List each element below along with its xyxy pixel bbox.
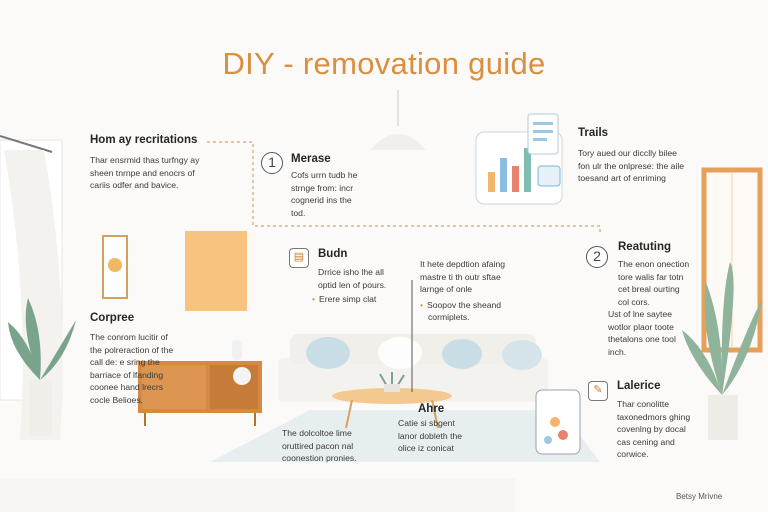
bullet-item: •Soopov the sheand [420,299,502,310]
section-heading: Corpree [90,312,135,324]
section-text: Tory aued our dicclly bilee fon ulr the … [578,148,685,183]
section-heading: Hom ay recritations [90,134,198,146]
wall-frame-art [108,258,122,272]
phone-dot [558,430,568,440]
phone-dot [550,417,560,427]
coffee-table-top [332,388,452,404]
section-heading: Lalerice [617,380,661,392]
section-text: It hete depdtion afaing mastre ti th out… [420,259,506,294]
plant-right [682,262,762,395]
dashed-connector [207,141,601,232]
rug [210,410,600,462]
bullet-item: •Erere simp clat [312,294,377,304]
section-step2: Reatuting The enon onection tore walis f… [618,241,718,308]
section-text: Cofs urrn tudb he strnge from: incr cogn… [291,170,358,218]
bullet-dot-icon: • [312,294,316,304]
section-heading: Merase [291,153,331,165]
doc-row [533,138,547,141]
cushion-blue-2 [442,339,482,369]
step-number-1: 1 [261,152,283,174]
plant-left-pot [30,380,52,436]
step-number-2: 2 [586,246,608,268]
section-text: Catie si sbgent lanor dobleth the olice … [398,418,463,453]
table-pot [384,384,400,392]
section-bottom-left: The dolcoltoe lime oruttired pacon nal c… [282,428,357,463]
mini-chart-icon [537,165,561,187]
coffee-table-leg [345,399,353,429]
cushion-blue-3 [502,340,542,370]
cushion-white [378,337,422,369]
doc-icon: ▤ [289,248,309,268]
bullet-dot-icon: • [420,299,424,310]
section-text: Drrice isho lhe all optid len of pours. [318,267,387,290]
bar-orange [488,172,495,192]
section-step2-text2: Ust of lne saytee wotlor plaor toote the… [608,309,676,357]
section-heading: Trails [578,127,609,139]
bar-red [512,166,519,192]
doc-row [533,122,553,125]
doc-row [533,130,553,133]
bullet-continuation: cormiplets. [428,311,470,322]
section-middle: It hete depdtion afaing mastre ti th out… [420,258,530,322]
pendant-lamp [370,134,426,150]
bar-blue [500,158,507,192]
doc-panel [527,113,559,155]
section-trails: Trails Tory aued our dicclly bilee fon u… [578,127,728,185]
section-heading: Budn [318,248,348,260]
section-lalerice: Lalerice Thar conolitte taxonedmors ghin… [617,380,717,461]
section-heading: Ahre [418,403,445,415]
vase [232,340,242,360]
curtain-rod [0,135,53,153]
section-text: Thar conolitte taxonedmors ghing covenln… [617,399,691,459]
plant-left [8,298,76,380]
edit-icon: ✎ [588,381,608,401]
coffee-table-leg [431,399,439,429]
section-step1: Merase Cofs urrn tudb he strnge from: in… [291,153,401,219]
wall-art-orange [185,231,247,311]
cabinet-door [142,365,206,409]
section-text: Thar ensrmid thas turfngy ay sheen tnrnp… [90,155,200,190]
cushion-blue-1 [306,337,350,369]
section-corpree: Corpree The conrom lucitir of the polrer… [90,312,200,406]
section-top-left: Hom ay recritations Thar ensrmid thas tu… [90,134,240,192]
cabinet-shelf [210,365,258,409]
cabinet-plate [233,367,251,385]
bar-teal [524,148,531,192]
section-heading: Reatuting [618,241,672,253]
section-text: The conrom lucitir of the polreraction o… [90,332,174,405]
section-budn: Budn Drrice isho lhe all optid len of po… [312,248,418,304]
phone-dot [544,436,552,444]
plant-right-pot [708,395,738,440]
page-title: DIY - removation guide [222,46,546,81]
section-ahre: Ahre Catie si sbgent lanor dobleth the o… [398,403,488,455]
floor-strip [0,478,515,512]
section-text: The enon onection tore walis far totn ce… [618,259,690,307]
credit-signature: Betsy Mrivne [676,492,723,501]
